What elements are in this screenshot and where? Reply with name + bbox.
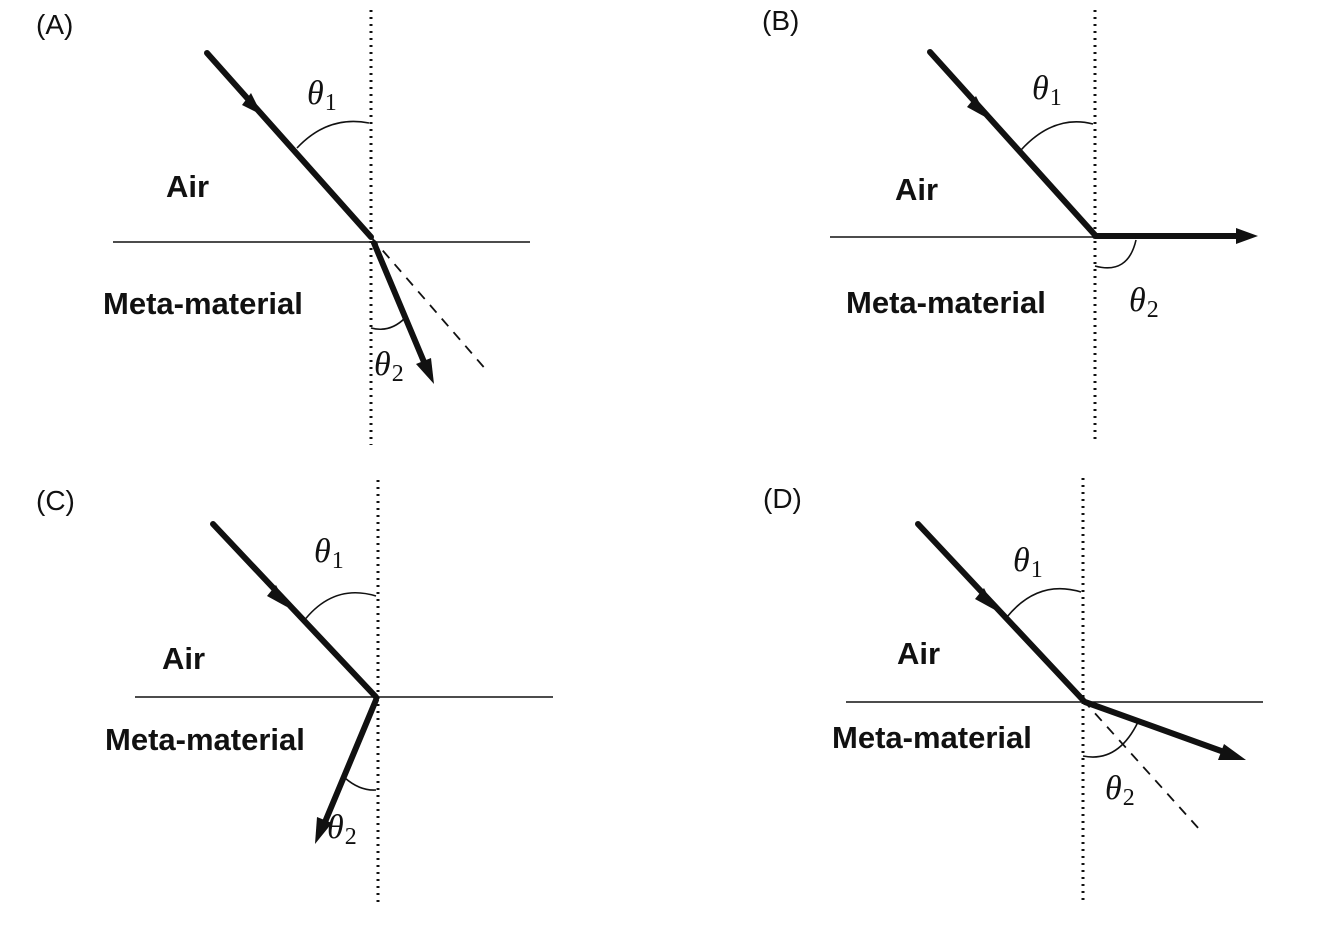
panel-d-theta1-arc [1006, 587, 1082, 618]
panel-b-incident-arrowhead [967, 96, 987, 118]
panel-d-incident-arrowhead [975, 588, 995, 610]
panel-d-refracted-arrowhead [1218, 744, 1246, 760]
panel-d-theta1-label: θ1 [1013, 542, 1043, 583]
panel-c-theta1-label: θ1 [314, 533, 344, 574]
panel-a-theta1-arc [296, 120, 370, 149]
panel-d: (D) Air Meta-material θ1 θ2 [763, 478, 1263, 902]
panel-c-theta2-label: θ2 [327, 809, 357, 850]
panel-a-theta2-label: θ2 [374, 346, 404, 387]
panel-b-theta1-label: θ1 [1032, 70, 1062, 111]
panel-d-metamaterial-label: Meta-material [832, 720, 1032, 755]
panel-a-metamaterial-label: Meta-material [103, 286, 303, 321]
panel-b-metamaterial-label: Meta-material [846, 285, 1046, 320]
panel-b-incident-ray [927, 49, 1098, 238]
panel-b: (B) Air Meta-material θ1 θ2 [762, 5, 1258, 442]
panel-d-theta2-arc [1082, 721, 1139, 758]
panel-c-metamaterial-label: Meta-material [105, 722, 305, 757]
panel-a: (A) Air Meta-material θ1 θ2 [36, 9, 530, 445]
panel-c-incident-arrowhead [267, 585, 287, 607]
panel-d-theta2-label: θ2 [1105, 770, 1135, 811]
panel-b-theta2-arc [1094, 239, 1137, 269]
panel-b-air-label: Air [895, 172, 938, 207]
panel-c-air-label: Air [162, 641, 205, 676]
panel-b-theta1-arc [1020, 121, 1094, 151]
panel-a-extension-dashed [370, 236, 489, 373]
panel-d-label: (D) [763, 483, 802, 514]
panel-a-theta2-arc [370, 317, 406, 331]
panel-a-theta1-label: θ1 [307, 75, 337, 116]
panel-a-refracted-ray [371, 240, 427, 365]
panel-a-incident-arrowhead [242, 93, 262, 115]
panel-b-theta2-label: θ2 [1129, 282, 1159, 323]
panel-b-refracted-arrowhead [1236, 228, 1258, 244]
panel-c-refracted-arrowhead [315, 817, 332, 844]
panel-a-air-label: Air [166, 169, 209, 204]
panel-c-theta1-arc [302, 592, 377, 623]
panel-a-refracted-arrowhead [416, 358, 434, 384]
panel-c-incident-ray [210, 521, 379, 700]
panel-c-label: (C) [36, 485, 75, 516]
panel-c-theta2-arc [344, 777, 377, 791]
panel-c-refracted-ray [322, 697, 379, 825]
panel-d-refracted-ray [1082, 699, 1227, 755]
panel-d-incident-ray [915, 521, 1086, 703]
panel-d-extension-dashed [1082, 699, 1201, 831]
panel-a-incident-ray [204, 50, 374, 240]
panel-b-label: (B) [762, 5, 799, 36]
panel-d-air-label: Air [897, 636, 940, 671]
panel-c: (C) Air Meta-material θ1 θ2 [36, 480, 553, 905]
panel-a-label: (A) [36, 9, 73, 40]
